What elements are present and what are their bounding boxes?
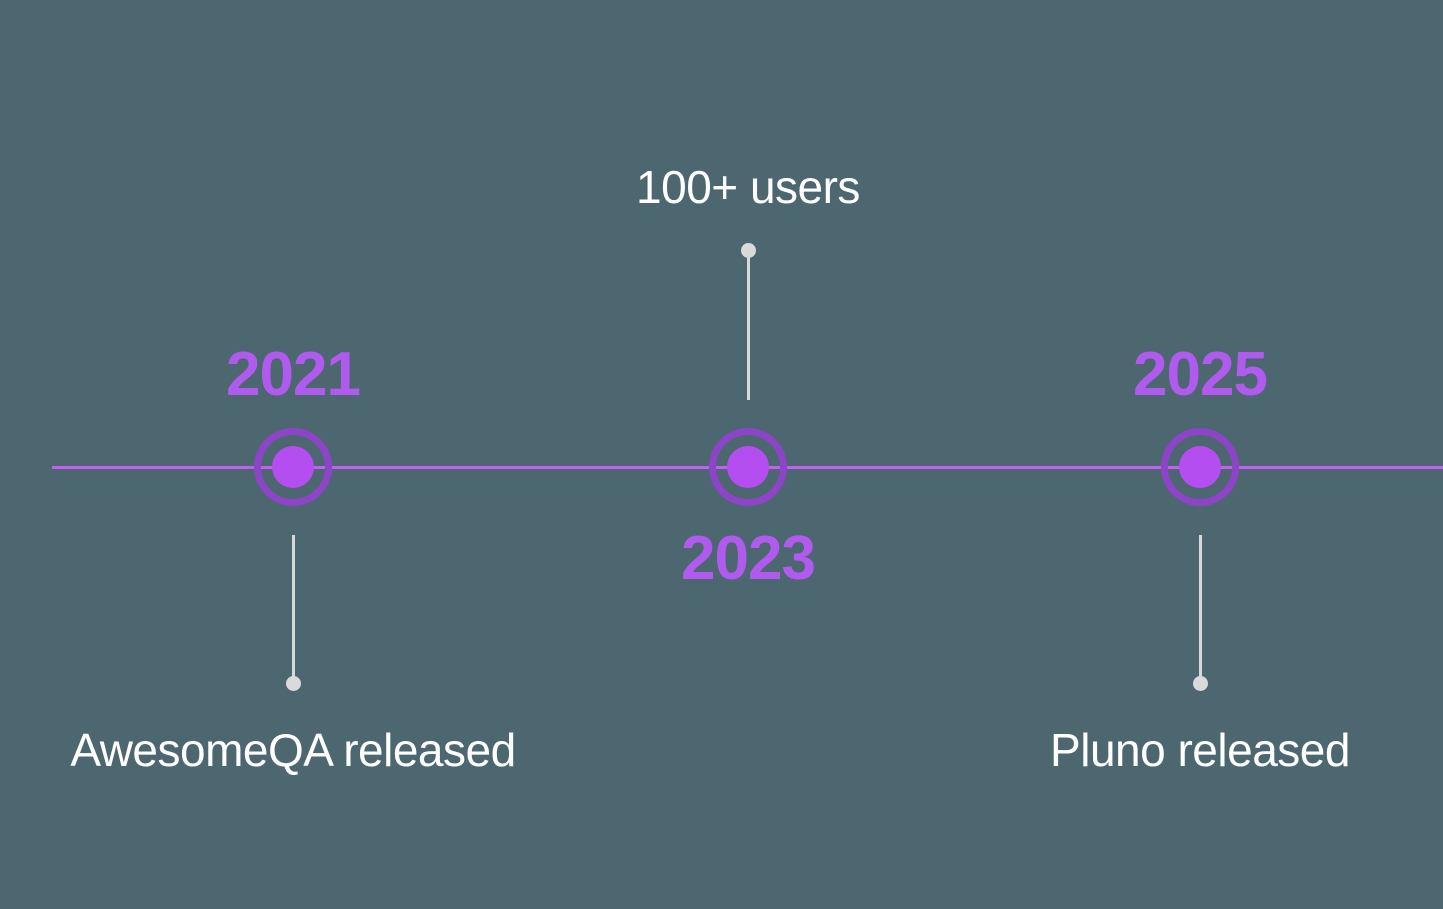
milestone-marker-core-icon <box>272 446 314 488</box>
milestone-marker-2021[interactable] <box>254 428 332 506</box>
milestone-marker-2025[interactable] <box>1161 428 1239 506</box>
milestone-year-2023: 2023 <box>681 524 816 593</box>
connector-dot-2025 <box>1192 675 1208 691</box>
connector-dot-2021 <box>285 675 301 691</box>
milestone-marker-core-icon <box>727 446 769 488</box>
milestone-label-2025: Pluno released <box>1050 724 1350 776</box>
milestone-year-2025: 2025 <box>1133 340 1268 409</box>
milestone-label-2021: AwesomeQA released <box>70 724 516 776</box>
milestone-label-2023: 100+ users <box>636 161 860 213</box>
milestone-marker-2023[interactable] <box>709 428 787 506</box>
milestone-marker-core-icon <box>1179 446 1221 488</box>
connector-stem-2021 <box>291 535 295 683</box>
connector-stem-2023 <box>746 250 750 400</box>
connector-stem-2025 <box>1198 535 1202 683</box>
milestone-year-2021: 2021 <box>226 340 361 409</box>
